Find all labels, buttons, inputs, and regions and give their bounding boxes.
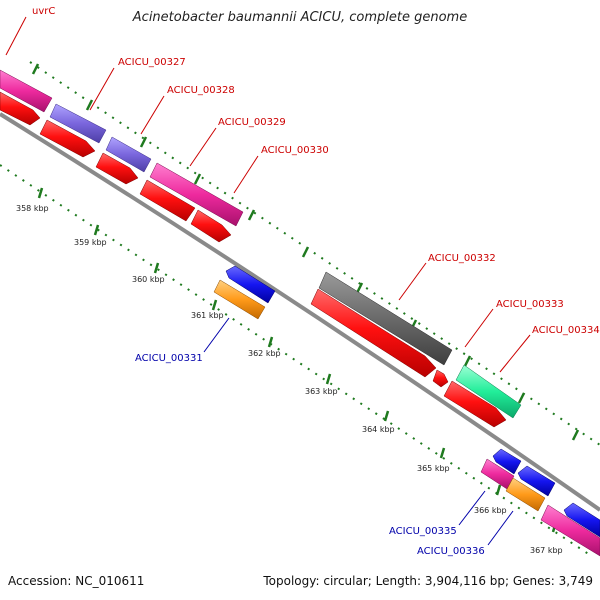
accession-text: Accession: NC_010611	[8, 574, 145, 588]
arrow-ACICU_00332b[interactable]	[432, 369, 449, 388]
scale-label: 362 kbp	[248, 349, 281, 358]
scale-label: 366 kbp	[474, 506, 507, 515]
genome-backbone	[0, 112, 600, 512]
outer-dotted-ruler	[29, 61, 600, 446]
gene-ACICU_00334[interactable]	[455, 364, 522, 419]
arrow-ACICU_00335[interactable]	[492, 448, 522, 475]
arrow-uvrC[interactable]	[0, 91, 41, 126]
reverse-genes	[213, 265, 600, 538]
map-title: Acinetobacter baumannii ACICU, complete …	[132, 10, 468, 25]
gene-ACICU_00336-orange[interactable]	[505, 477, 546, 512]
arrow-right-edge-blue[interactable]	[563, 502, 600, 538]
gene-label-ACICU_00330[interactable]: ACICU_00330	[261, 145, 329, 156]
gene-label-ACICU_00335[interactable]: ACICU_00335	[389, 526, 457, 537]
gene-ACICU_00328[interactable]	[105, 136, 152, 173]
gene-label-ACICU_00334[interactable]: ACICU_00334	[532, 325, 600, 336]
forward-leader-lines	[5, 16, 531, 373]
gene-label-ACICU_00331[interactable]: ACICU_00331	[135, 353, 203, 364]
arrow-ACICU_00333[interactable]	[443, 380, 507, 428]
scale-label: 363 kbp	[305, 387, 338, 396]
gene-label-ACICU_00328[interactable]: ACICU_00328	[167, 85, 235, 96]
arrow-ACICU_00327[interactable]	[39, 119, 96, 158]
arrow-ACICU_00331[interactable]	[225, 265, 276, 304]
arrow-ACICU_00330[interactable]	[190, 209, 232, 243]
forward-arrows	[0, 91, 507, 428]
arrow-ACICU_00329[interactable]	[139, 179, 196, 222]
gene-label-ACICU_00327[interactable]: ACICU_00327	[118, 57, 186, 68]
scale-label: 364 kbp	[362, 425, 395, 434]
gene-label-ACICU_00336[interactable]: ACICU_00336	[417, 546, 485, 557]
gene-ACICU_00331-orange[interactable]	[213, 279, 266, 320]
gene-label-ACICU_00332[interactable]: ACICU_00332	[428, 253, 496, 264]
scale-label: 367 kbp	[530, 546, 563, 555]
gene-label-uvrC[interactable]: uvrC	[32, 6, 55, 17]
gene-ACICU_00332[interactable]	[318, 271, 453, 366]
scale-labels: 358 kbp 359 kbp 360 kbp 361 kbp 362 kbp …	[16, 204, 563, 555]
gene-ACICU_00329[interactable]	[149, 162, 244, 227]
gene-labels: uvrC ACICU_00327 ACICU_00328 ACICU_00329…	[32, 6, 600, 557]
scale-label: 359 kbp	[74, 238, 107, 247]
forward-genes	[0, 69, 600, 557]
arrow-ACICU_00336[interactable]	[517, 465, 556, 497]
scale-label: 365 kbp	[417, 464, 450, 473]
outer-major-ticks	[31, 63, 580, 441]
inner-dotted-ruler	[0, 164, 591, 556]
arrow-ACICU_00328[interactable]	[95, 152, 139, 185]
scale-label: 358 kbp	[16, 204, 49, 213]
reverse-leader-lines	[203, 317, 514, 546]
gene-uvrC[interactable]	[0, 69, 53, 113]
inner-major-ticks	[37, 187, 558, 533]
arrow-ACICU_00332[interactable]	[310, 288, 437, 378]
gene-label-ACICU_00333[interactable]: ACICU_00333	[496, 299, 564, 310]
gene-right-edge-magenta[interactable]	[540, 504, 600, 557]
scale-label: 360 kbp	[132, 275, 165, 284]
gene-ACICU_00327[interactable]	[49, 103, 107, 144]
topology-text: Topology: circular; Length: 3,904,116 bp…	[263, 574, 593, 588]
scale-label: 361 kbp	[191, 311, 224, 320]
gene-label-ACICU_00329[interactable]: ACICU_00329	[218, 117, 286, 128]
